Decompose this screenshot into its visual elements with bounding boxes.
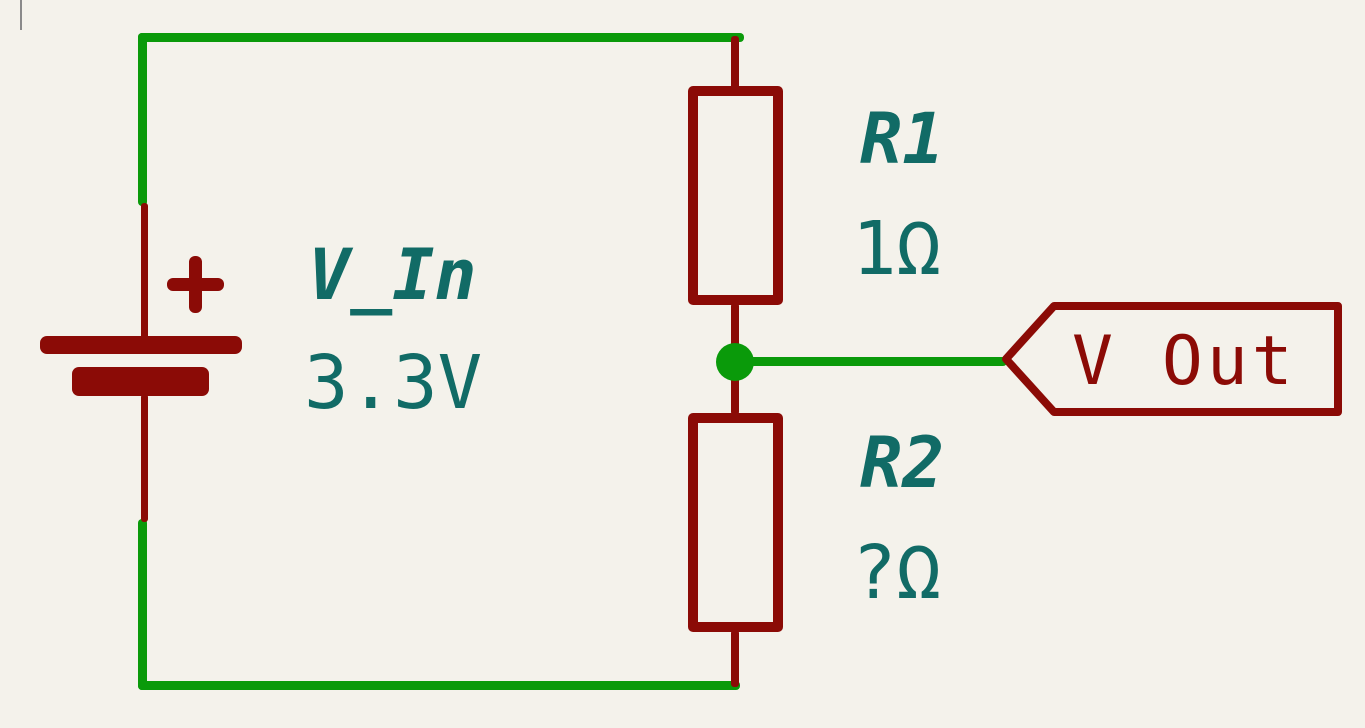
hierarchical-label-text: V Out xyxy=(1072,322,1297,401)
battery-plate-long xyxy=(40,336,242,354)
resistor-r2-body[interactable] xyxy=(688,413,783,632)
flag-outline xyxy=(1002,302,1342,416)
battery-reference-label[interactable]: V_In xyxy=(308,234,477,316)
wire-top[interactable] xyxy=(138,33,744,42)
r1-reference-label[interactable]: R1 xyxy=(860,98,945,180)
junction-dot[interactable] xyxy=(716,343,754,381)
battery-pin-bottom xyxy=(141,394,148,522)
wire-left-lower[interactable] xyxy=(138,519,147,690)
battery-pin-top xyxy=(141,203,148,339)
sheet-border-tick xyxy=(20,0,22,30)
r2-pin-bottom xyxy=(731,630,739,687)
resistor-r1-body[interactable] xyxy=(688,86,783,305)
r2-value-label[interactable]: ?Ω xyxy=(852,530,942,616)
wire-left-upper[interactable] xyxy=(138,33,147,206)
r1-pin-top xyxy=(731,36,739,91)
r1-value-label[interactable]: 1Ω xyxy=(852,206,942,292)
battery-plate-short xyxy=(72,367,209,396)
battery-value-label[interactable]: 3.3V xyxy=(304,340,483,426)
wire-bottom[interactable] xyxy=(138,681,740,690)
r2-reference-label[interactable]: R2 xyxy=(860,422,945,504)
wire-vout[interactable] xyxy=(735,357,1007,366)
